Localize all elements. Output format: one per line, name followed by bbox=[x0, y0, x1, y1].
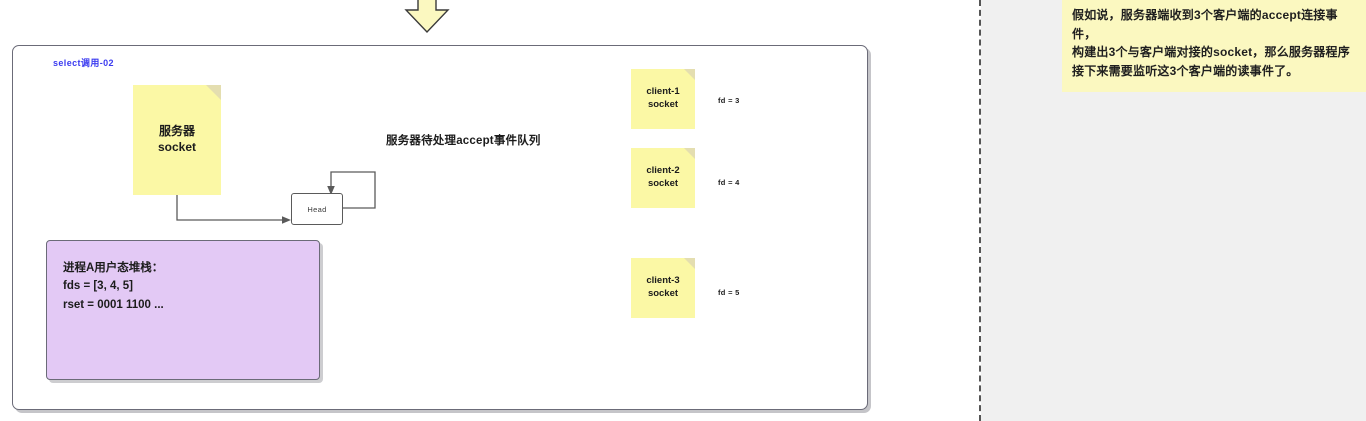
note-fold-corner-icon bbox=[684, 148, 695, 159]
client-note-line-1: client-1 bbox=[646, 86, 680, 98]
client-note-line-1: client-2 bbox=[646, 165, 680, 177]
process-stack-box: 进程A用户态堆栈： fds = [3, 4, 5] rset = 0001 11… bbox=[46, 240, 320, 380]
head-node: Head bbox=[291, 193, 343, 225]
fd-label: fd = 3 bbox=[718, 96, 740, 105]
pane-divider bbox=[979, 0, 981, 421]
client-note-line-1: client-3 bbox=[646, 275, 680, 287]
note-fold-corner-icon bbox=[684, 69, 695, 80]
client-note-line-2: socket bbox=[647, 288, 679, 299]
client-socket-note: client-1 socket bbox=[631, 69, 695, 129]
client-socket-note: client-3 socket bbox=[631, 258, 695, 318]
stack-line-1: 进程A用户态堆栈： bbox=[63, 262, 164, 274]
client-note-line-2: socket bbox=[647, 178, 679, 189]
annotation-line-1: 假如说，服务器端收到3个客户端的accept连接事件， bbox=[1072, 8, 1338, 41]
server-note-line-2: socket bbox=[157, 140, 197, 154]
note-fold-corner-icon bbox=[206, 85, 221, 100]
stack-line-3: rset = 0001 1100 ... bbox=[63, 298, 164, 311]
fd-label: fd = 5 bbox=[718, 288, 740, 297]
note-fold-corner-icon bbox=[684, 258, 695, 269]
server-note-line-1: 服务器 bbox=[158, 124, 195, 139]
client-note-line-2: socket bbox=[647, 99, 679, 110]
diagram-title: select调用-02 bbox=[53, 58, 114, 68]
head-node-label: Head bbox=[307, 204, 327, 214]
client-socket-note: client-2 socket bbox=[631, 148, 695, 208]
fd-label: fd = 4 bbox=[718, 178, 740, 187]
annotation-line-2: 构建出3个与客户端对接的socket，那么服务器程序 bbox=[1072, 45, 1350, 60]
stack-line-2: fds = [3, 4, 5] bbox=[63, 280, 133, 293]
server-socket-note: 服务器 socket bbox=[133, 85, 221, 195]
annotation-line-3: 接下来需要监听这3个客户端的读事件了。 bbox=[1072, 63, 1299, 78]
annotation-note: 假如说，服务器端收到3个客户端的accept连接事件， 构建出3个与客户端对接的… bbox=[1062, 0, 1366, 93]
accept-queue-label: 服务器待处理accept事件队列 bbox=[386, 135, 541, 147]
arrow-down-icon bbox=[404, 0, 450, 34]
